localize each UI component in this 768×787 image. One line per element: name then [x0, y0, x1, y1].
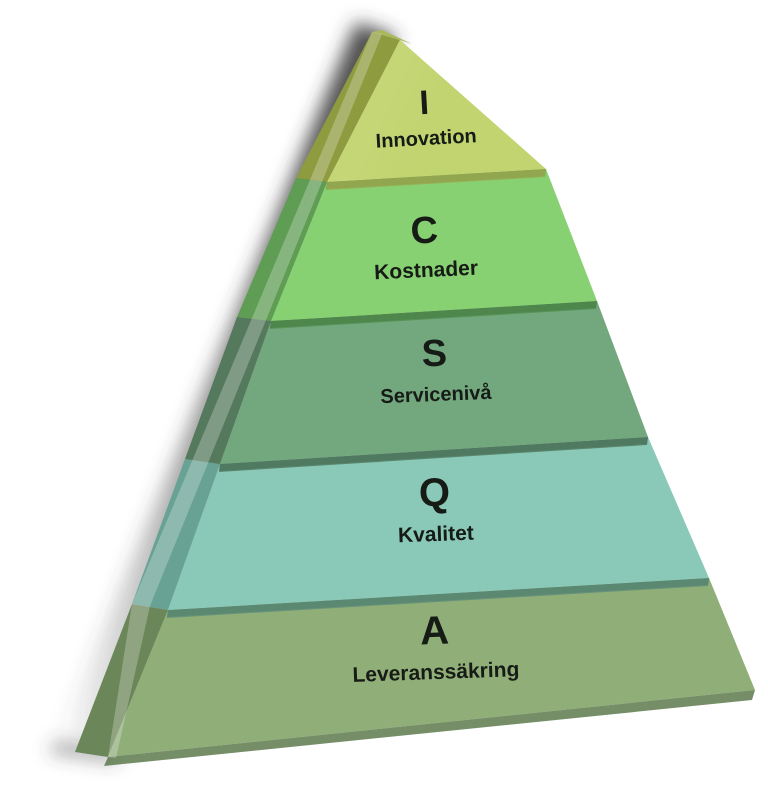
tier-side-face — [132, 459, 220, 610]
tier-apex-bevel — [372, 30, 412, 44]
tier-front-face — [168, 437, 709, 610]
tier-bottom-bevel — [219, 437, 648, 472]
tier-bottom-bevel — [270, 301, 597, 329]
tier-front-face — [271, 169, 597, 321]
tier-kvalitet[interactable] — [132, 437, 709, 618]
tier-bottom-bevel — [167, 578, 709, 618]
tier-side-face — [237, 178, 327, 321]
tier-side-face — [185, 317, 271, 464]
tier-side-face — [296, 32, 400, 182]
tier-bottom-bevel — [326, 169, 546, 190]
tier-innovation[interactable] — [296, 30, 546, 190]
tier-front-face — [108, 578, 755, 757]
tier-front-face — [220, 301, 648, 464]
tier-bottom-bevel — [104, 690, 755, 766]
tier-side-face — [75, 604, 168, 757]
